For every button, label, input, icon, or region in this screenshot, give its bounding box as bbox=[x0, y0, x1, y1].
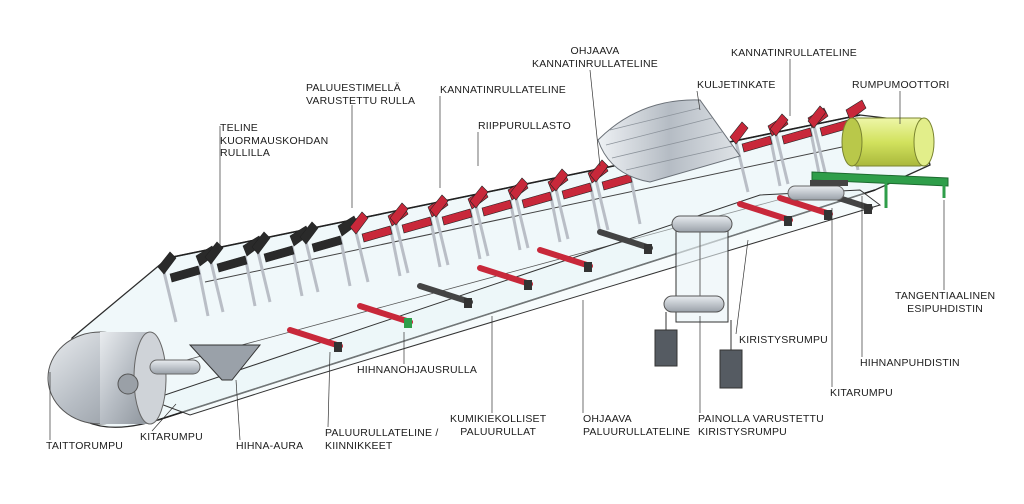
label-hihnanohjausrulla: HIHNANOHJAUSRULLA bbox=[357, 364, 478, 376]
label-kitarumpu-left: KITARUMPU bbox=[140, 431, 203, 443]
return-idler-3 bbox=[477, 265, 533, 290]
label-kuljetinkate: KULJETINKATE bbox=[697, 79, 776, 91]
belt-cleaner bbox=[810, 180, 848, 186]
leader-1 bbox=[151, 403, 177, 432]
snub-pulley-right bbox=[787, 185, 845, 201]
label-kiristysrumpu: KIRISTYSRUMPU bbox=[739, 334, 828, 346]
label-hihna-aura: HIHNA-AURA bbox=[236, 440, 304, 452]
label-riippurullasto: RIIPPURULLASTO bbox=[478, 120, 572, 132]
return-idler-5 bbox=[597, 229, 653, 254]
label-kannatinrullateline-1: KANNATINRULLATELINE bbox=[440, 84, 566, 96]
belt-plough bbox=[188, 344, 262, 381]
leader-16 bbox=[589, 69, 601, 167]
impact-idlers bbox=[157, 215, 359, 323]
drum-motor bbox=[841, 117, 935, 167]
label-kannatinrullateline-2: KANNATINRULLATELINE bbox=[731, 47, 857, 59]
return-idler-4 bbox=[537, 247, 593, 272]
label-rumpumoottori: RUMPUMOOTTORI bbox=[852, 79, 950, 91]
leader-3 bbox=[327, 351, 331, 428]
return-idler-7 bbox=[777, 195, 833, 220]
leader-17 bbox=[696, 90, 701, 111]
return-idler-2 bbox=[417, 283, 473, 308]
label-taittorumpu: TAITTORUMPU bbox=[46, 440, 124, 452]
leader-lines bbox=[49, 59, 945, 441]
snub-pulley-left bbox=[149, 359, 201, 375]
return-idler-0 bbox=[287, 327, 343, 352]
return-idler-6 bbox=[737, 201, 793, 226]
label-paluurullateline: PALUURULLATELINE /KIINNIKKEET bbox=[325, 427, 439, 452]
impact-idler-3 bbox=[299, 215, 359, 293]
label-hihnanpuhdistin: HIHNANPUHDISTIN bbox=[860, 357, 960, 369]
impact-idler-2 bbox=[251, 225, 311, 303]
conveyor-cover bbox=[597, 99, 741, 183]
leader-2 bbox=[235, 379, 241, 441]
counterweights bbox=[654, 312, 743, 389]
label-kitarumpu-right: KITARUMPU bbox=[830, 387, 893, 399]
return-idler-1 bbox=[357, 303, 413, 328]
leader-7 bbox=[735, 239, 749, 335]
take-up-loop bbox=[663, 215, 733, 323]
pre-cleaner-frame bbox=[811, 171, 949, 208]
tail-drum bbox=[47, 331, 167, 425]
